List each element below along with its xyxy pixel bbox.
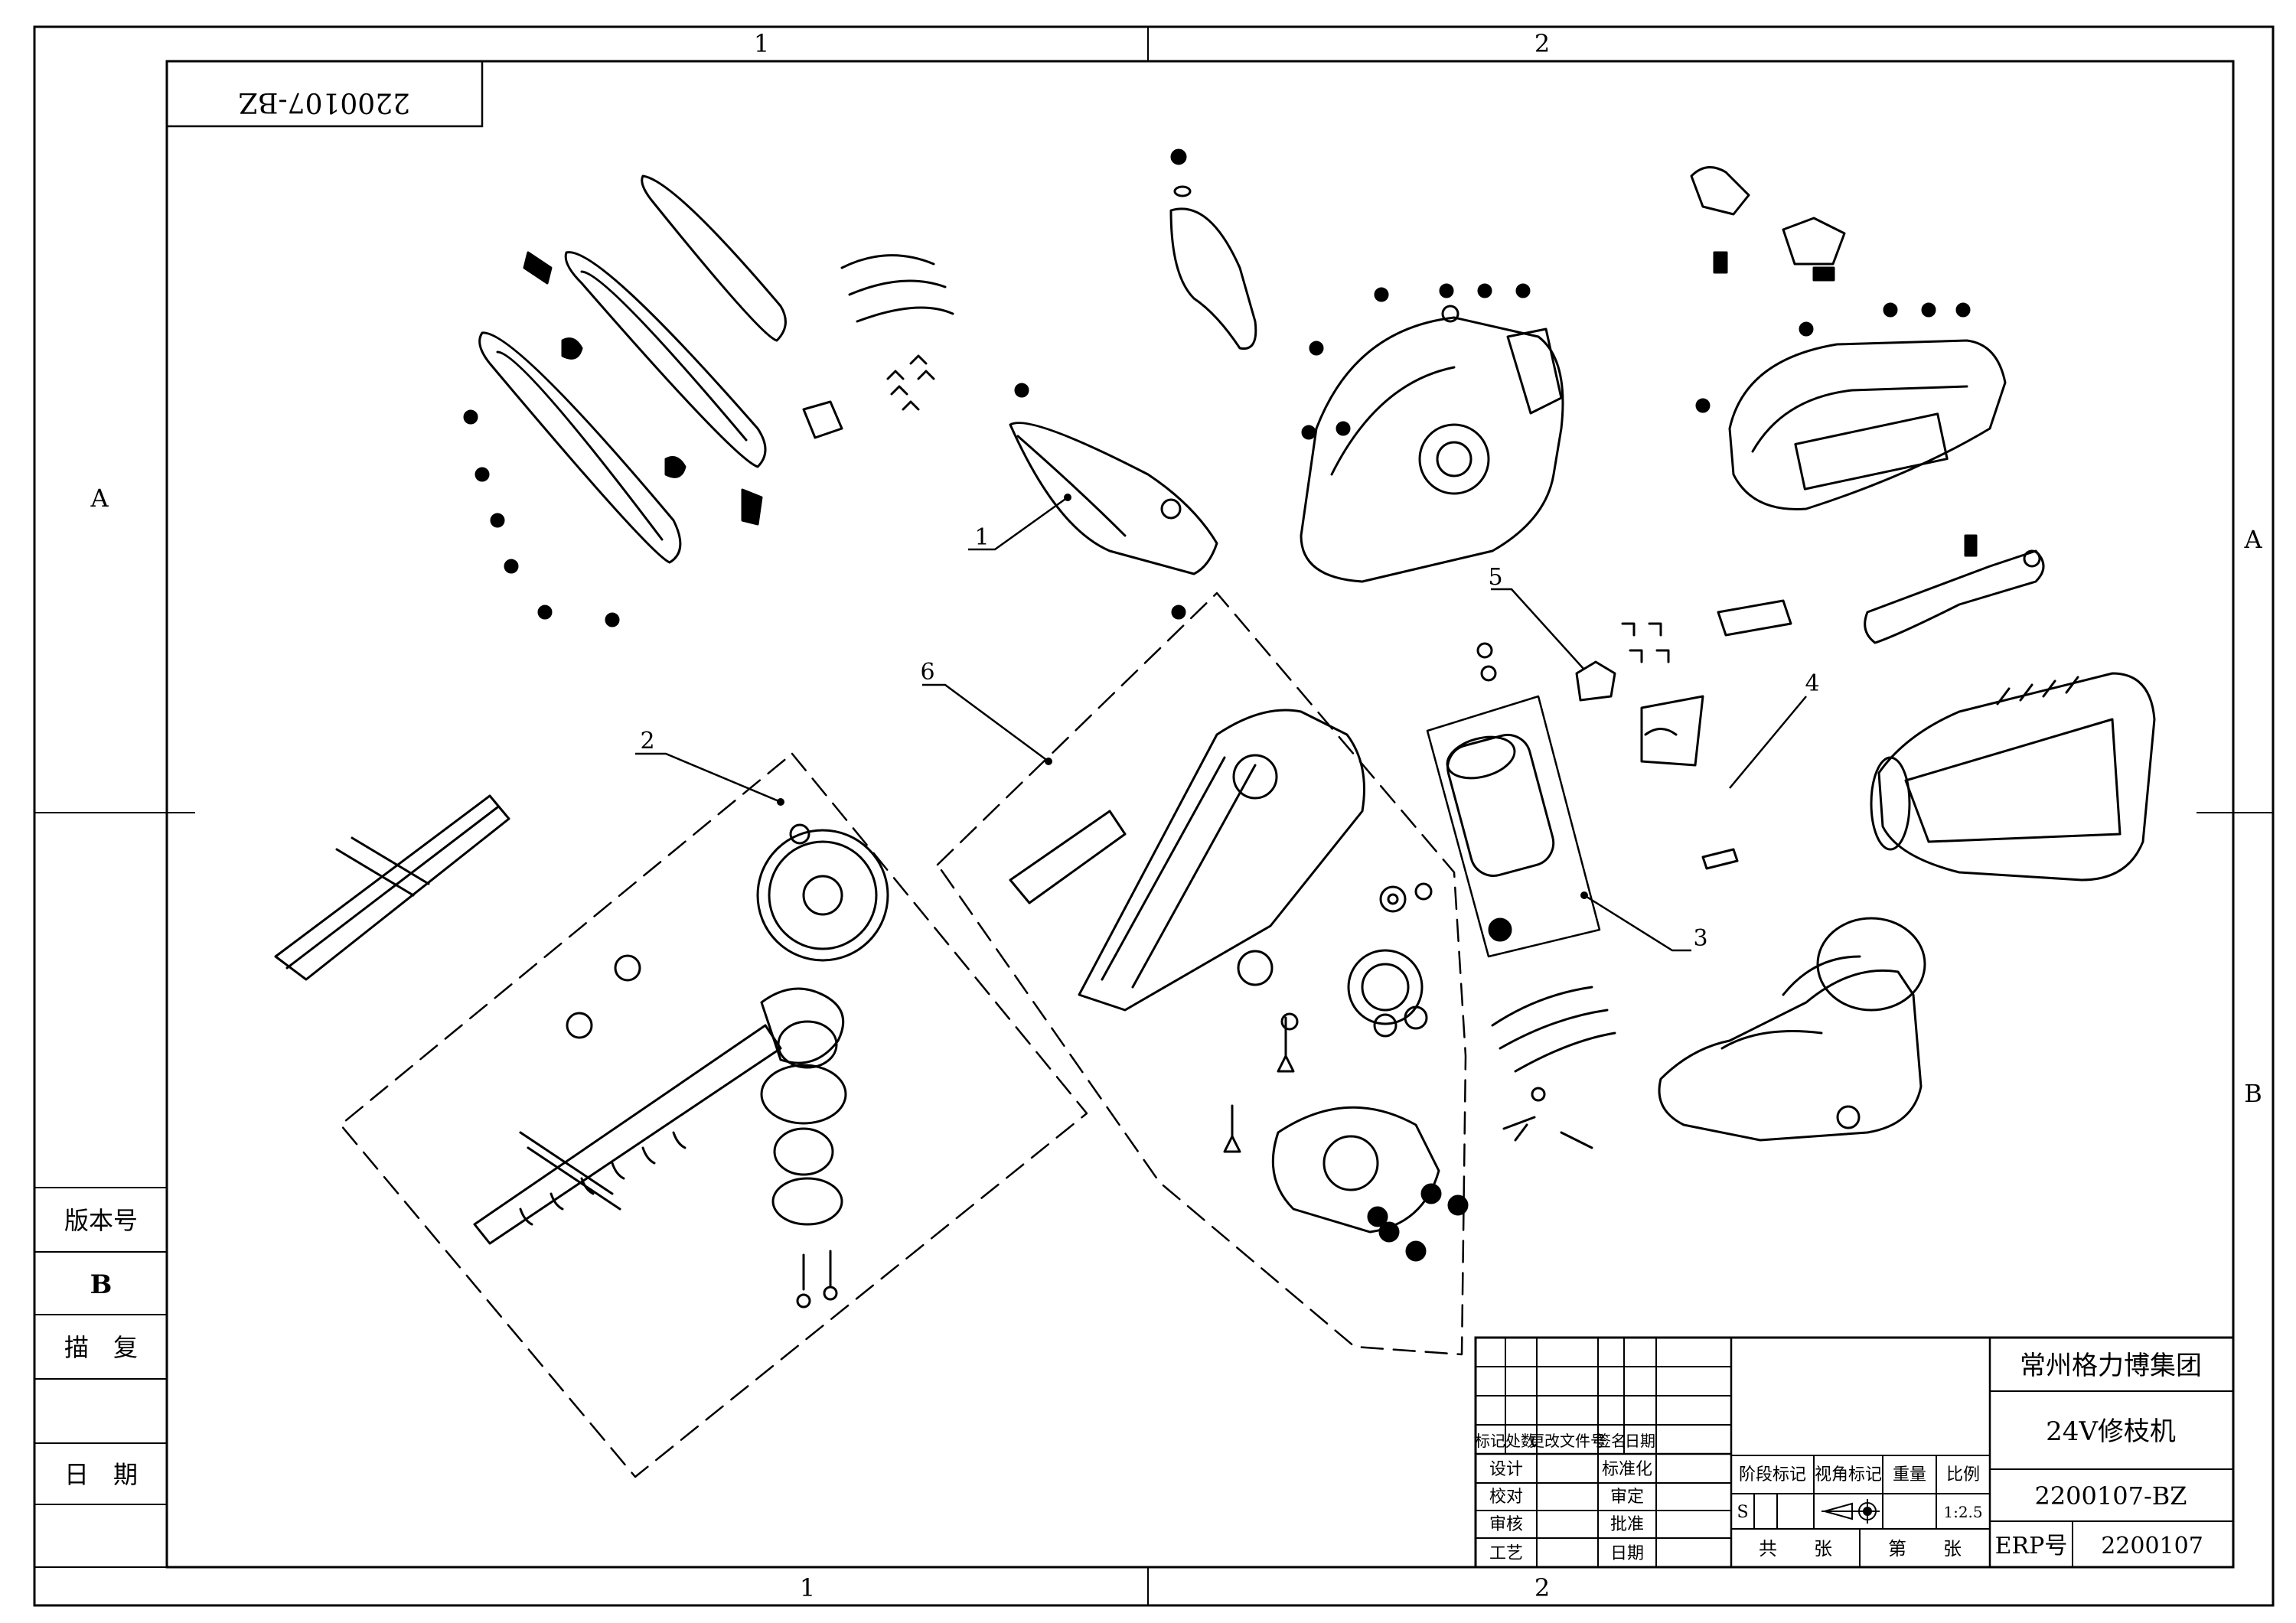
rev-header-date: 日期 (1625, 1432, 1655, 1450)
blade-bar (274, 794, 845, 1245)
erp-label: ERP号 (1995, 1533, 2068, 1559)
gear-chassis (1009, 709, 1469, 1262)
switch-parts (1476, 599, 1792, 870)
scale-label: 比例 (1946, 1465, 1980, 1484)
group-2-boundary (339, 752, 1088, 1478)
zone-label-right-a: A (2243, 525, 2262, 554)
balloon-1: 1 (974, 524, 989, 551)
drawing-frame (33, 25, 2275, 1607)
sign-review: 审核 (1489, 1515, 1523, 1534)
zone-label-bottom-1: 1 (800, 1573, 815, 1602)
side-handle (1009, 148, 1257, 620)
sign-standardization: 标准化 (1602, 1460, 1652, 1479)
balloon-leaders (635, 496, 1807, 952)
balloon-5: 5 (1488, 564, 1502, 591)
battery-housing (1870, 672, 2156, 882)
view-mark-label: 视角标记 (1815, 1465, 1882, 1484)
group-3-boundary (1426, 695, 1601, 958)
gear-set (566, 823, 889, 1309)
balloon-6: 6 (920, 659, 934, 686)
stage-value: S (1737, 1503, 1748, 1522)
sign-check: 校对 (1489, 1488, 1523, 1507)
sign-process: 工艺 (1489, 1544, 1523, 1563)
view-angle-symbol (1821, 1499, 1880, 1524)
sign-date: 日期 (1610, 1544, 1644, 1563)
rev-header-count: 处数 (1505, 1432, 1536, 1450)
balloon-4: 4 (1805, 670, 1819, 697)
group-6-boundary (936, 592, 1467, 1356)
zone-label-left-a: A (90, 484, 109, 513)
zone-label-top-1: 1 (754, 29, 769, 58)
zone-label-top-2: 2 (1534, 29, 1550, 58)
zone-label-right-b: B (2244, 1079, 2262, 1108)
rev-header-sign: 签名 (1596, 1432, 1626, 1450)
erp-value: 2200107 (2101, 1533, 2203, 1559)
balloon-3: 3 (1693, 925, 1707, 952)
stage-mark-label: 阶段标记 (1739, 1465, 1806, 1484)
trace-label: 描 复 (64, 1333, 138, 1362)
version-label: 版本号 (64, 1206, 138, 1235)
scale-value: 1:2.5 (1943, 1503, 1982, 1521)
sign-approve: 批准 (1610, 1515, 1644, 1534)
sheet-number-label: 第 张 (1888, 1538, 1962, 1559)
drawing-number-rotated: 2200107-BZ (239, 86, 410, 118)
weight-label: 重量 (1893, 1465, 1926, 1484)
company-name: 常州格力博集团 (2020, 1351, 2202, 1381)
motor (1446, 733, 1555, 942)
balloon-2: 2 (640, 728, 654, 754)
version-value: B (90, 1269, 113, 1300)
sign-verify: 审定 (1610, 1488, 1644, 1507)
exploded-parts (274, 148, 2156, 1478)
rear-housing (1690, 166, 2007, 510)
drawing-number: 2200107-BZ (2034, 1481, 2187, 1511)
zone-label-bottom-2: 2 (1534, 1573, 1550, 1602)
rev-header-mark: 标记 (1475, 1432, 1505, 1450)
date-label-left: 日 期 (64, 1460, 138, 1489)
handle-cover-group (463, 174, 954, 627)
gearbox-housing (1300, 283, 1564, 583)
front-housing (1491, 917, 1926, 1149)
rev-header-doc: 更改文件号 (1529, 1432, 1606, 1450)
sign-design: 设计 (1489, 1460, 1523, 1479)
balloon-dots (777, 494, 1588, 899)
trigger (1864, 534, 2045, 644)
title-block (1474, 1336, 2235, 1569)
product-name: 24V修枝机 (2046, 1416, 2176, 1447)
total-sheets-label: 共 张 (1759, 1538, 1832, 1559)
